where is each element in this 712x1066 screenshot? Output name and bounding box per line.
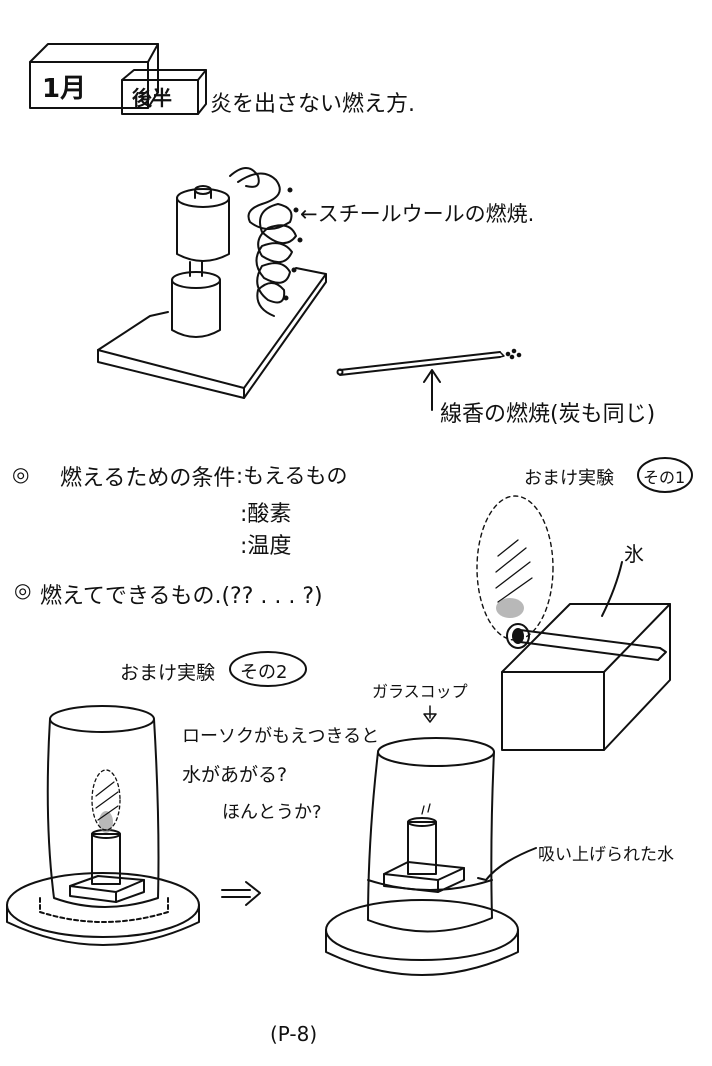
- condition-fuel: :もえるもの: [236, 464, 348, 488]
- candle-question-line-3: ほんとうか?: [222, 802, 322, 823]
- half-label: 後半: [132, 86, 172, 110]
- candle-setup-left: [6, 705, 200, 946]
- candle-setup-right: [325, 705, 519, 976]
- month-box: [29, 43, 159, 109]
- ice-label: 氷: [624, 542, 644, 566]
- combustion-products-question: 燃えてできるもの.(?? . . . ?): [40, 584, 323, 609]
- candle-question-line-2: 水があがる?: [182, 764, 288, 786]
- bonus2-badge: その2: [240, 662, 288, 683]
- page-number: (P-8): [270, 1022, 318, 1046]
- bonus1-badge-bubble: [637, 457, 693, 493]
- steel-wool-apparatus: [97, 167, 327, 399]
- bonus1-label: おまけ実験: [524, 468, 614, 489]
- bonus2-badge-bubble: [229, 651, 307, 687]
- bullet-products: ◎: [14, 578, 32, 602]
- ice-block: [501, 603, 671, 751]
- condition-oxygen: :酸素: [240, 502, 292, 527]
- bonus1-badge: その1: [643, 468, 686, 487]
- month-label: 1月: [42, 74, 87, 104]
- incense-on-ice: [476, 495, 667, 661]
- steel-wool-label: ←スチールウールの燃焼.: [300, 202, 535, 226]
- absorbed-water-label: 吸い上げられた水: [538, 845, 674, 865]
- half-box: [121, 69, 207, 115]
- transition-arrow: [221, 881, 261, 906]
- ice-leader-line: [601, 561, 623, 617]
- bonus2-label: おまけ実験: [120, 662, 216, 684]
- candle-question-line-1: ローソクがもえつきると: [182, 726, 380, 747]
- absorbed-water-leader-line: [477, 847, 537, 881]
- incense-stick: [336, 348, 522, 411]
- glass-cup-label: ガラスコップ: [372, 682, 468, 701]
- condition-temperature: :温度: [240, 534, 292, 559]
- page-title: 炎を出さない燃え方.: [210, 92, 415, 117]
- incense-label: 線香の燃焼(炭も同じ): [440, 402, 656, 427]
- conditions-heading: 燃えるための条件: [60, 466, 236, 491]
- bullet-conditions: ◎: [12, 462, 30, 486]
